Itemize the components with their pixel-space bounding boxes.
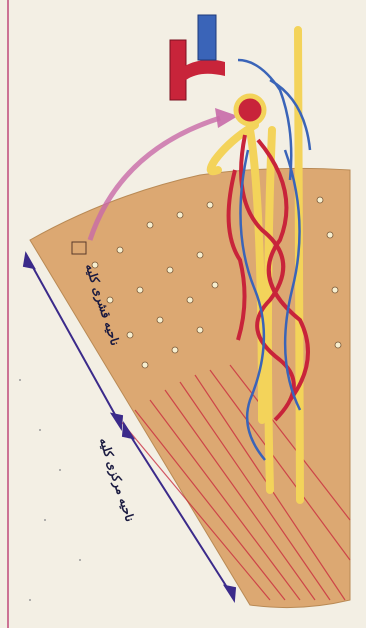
renal-vein [198, 15, 216, 60]
background-speckles [19, 379, 81, 601]
glomerulus [236, 96, 264, 124]
